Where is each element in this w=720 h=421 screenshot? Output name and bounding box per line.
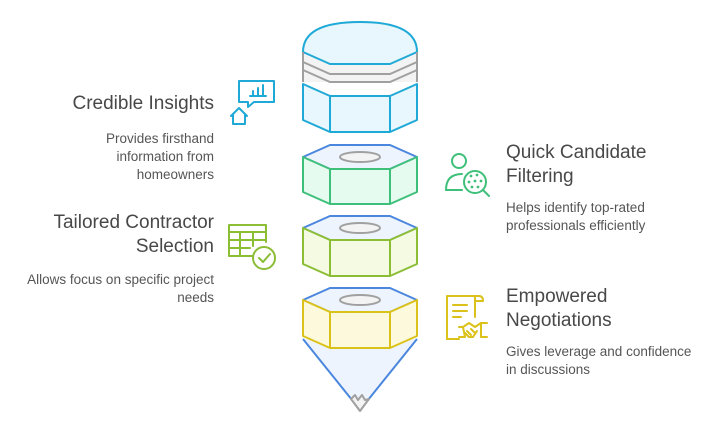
item-description-empowered-negotiations: Gives leverage and confidence in discuss…	[506, 344, 692, 377]
item-title-tailored-contractor-selection: Tailored Contractor Selection	[53, 212, 214, 257]
lime-nut-segment	[302, 215, 418, 277]
house-chart-speech-icon	[230, 80, 275, 125]
top-cap-segment	[302, 21, 418, 133]
table-check-icon	[228, 224, 276, 270]
person-search-icon	[445, 153, 490, 197]
item-description-tailored-contractor-selection: Allows focus on specific project needs	[27, 272, 214, 305]
green-nut-segment	[302, 144, 418, 205]
item-description-quick-candidate-filtering: Helps identify top-rated professionals e…	[506, 200, 646, 233]
item-title-credible-insights: Credible Insights	[72, 93, 214, 114]
contract-handshake-icon	[446, 295, 488, 340]
yellow-nut-cone-segment	[302, 287, 418, 412]
item-description-credible-insights: Provides firsthand information from home…	[105, 131, 214, 182]
item-title-empowered-negotiations: Empowered Negotiations	[506, 286, 612, 331]
item-title-quick-candidate-filtering: Quick Candidate Filtering	[506, 142, 647, 187]
